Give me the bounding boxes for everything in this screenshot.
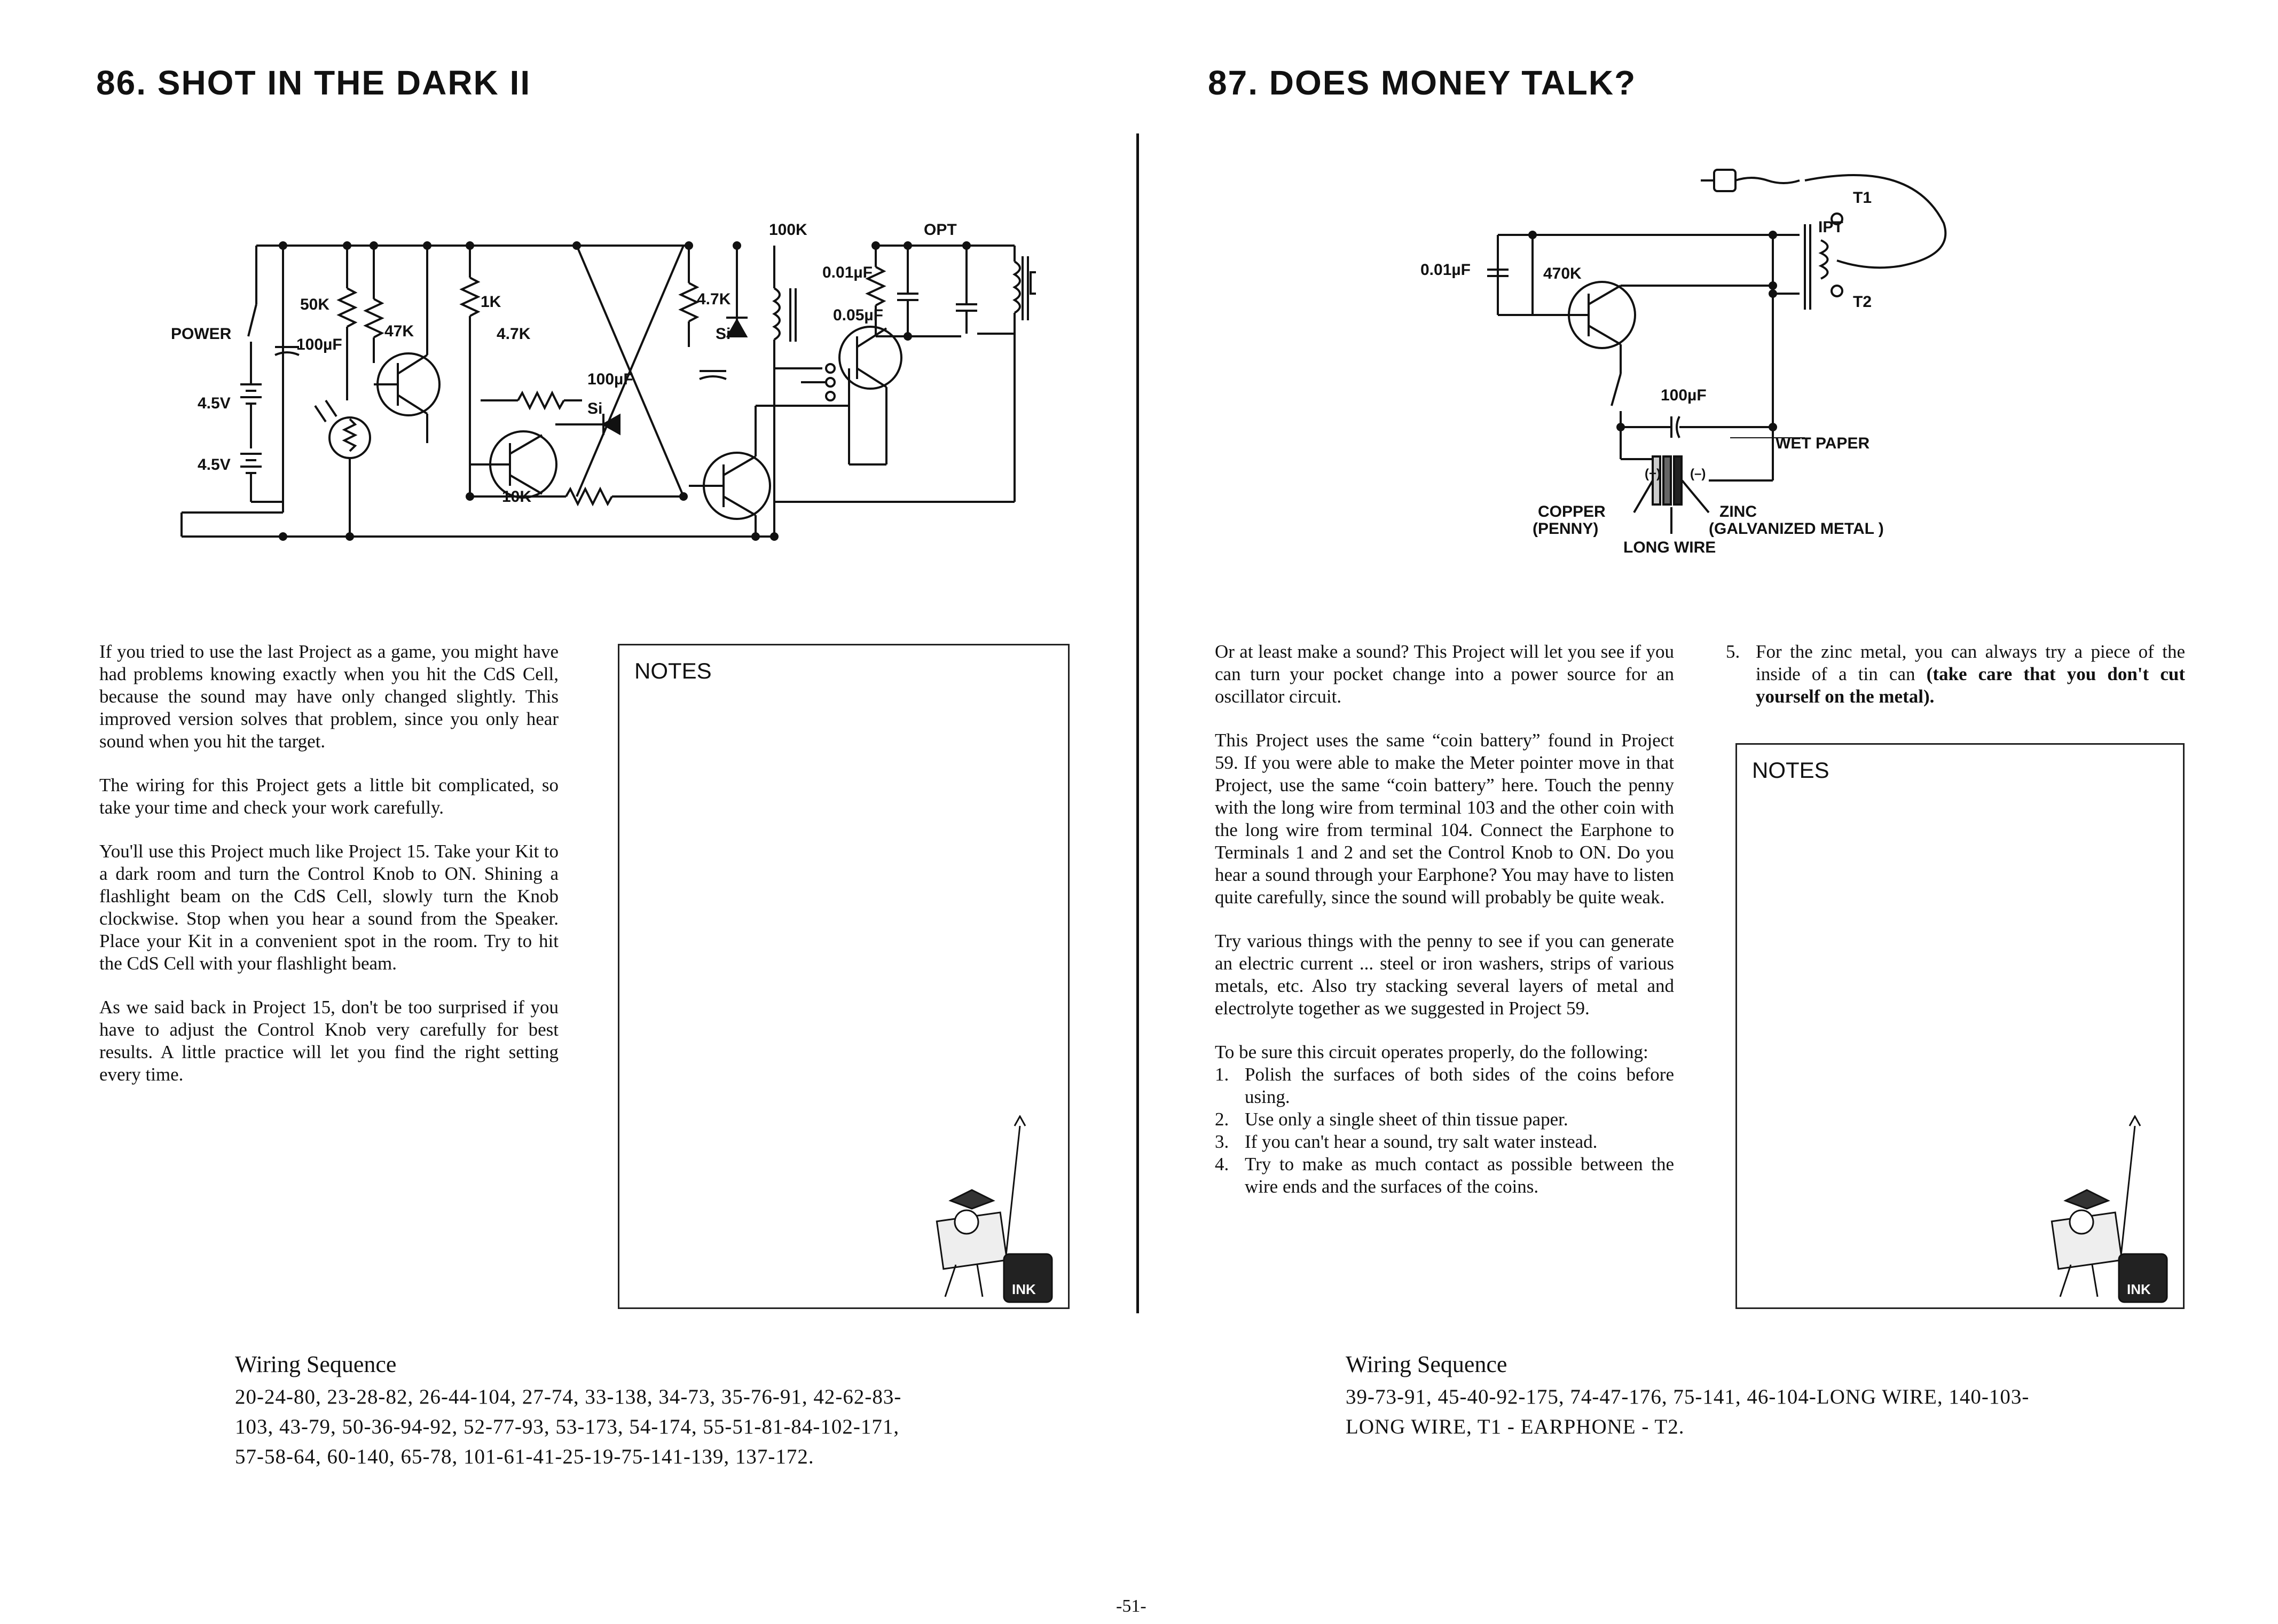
steps-intro: To be sure this circuit operates properl… xyxy=(1215,1042,1648,1062)
wiring-line: LONG WIRE, T1 - EARPHONE - T2. xyxy=(1346,1415,1685,1438)
label-si2: Si xyxy=(587,400,602,417)
label-r470k: 470K xyxy=(1543,265,1582,282)
label-r50k: 50K xyxy=(300,296,329,313)
label-r10k: 10K xyxy=(502,488,531,506)
right-project-title: 87. DOES MONEY TALK? xyxy=(1208,64,1637,102)
step-item: 3.If you can't hear a sound, try salt wa… xyxy=(1215,1131,1598,1152)
steps-list: 1.Polish the surfaces of both sides of t… xyxy=(1215,1063,1674,1198)
step-item: 4.Try to make as much contact as possibl… xyxy=(1215,1154,1674,1197)
left-paragraph: As we said back in Project 15, don't be … xyxy=(99,997,559,1085)
label-r1k: 1K xyxy=(481,293,501,311)
label-ipt: IPT xyxy=(1818,218,1843,236)
page-divider xyxy=(1136,133,1139,1313)
mascot-ink-label: INK xyxy=(1012,1281,1036,1297)
label-zinc: ZINC xyxy=(1719,503,1757,521)
label-bat1: 4.5V xyxy=(198,395,231,412)
label-c001: 0.01µF xyxy=(1420,261,1471,279)
left-circuit-diagram: POWER 4.5V 4.5V 50K 100µF 47K 1K 4.7K 4.… xyxy=(171,221,1036,541)
right-body-col2: 5.For the zinc metal, you can always try… xyxy=(1726,641,2185,708)
right-paragraph: This Project uses the same “coin battery… xyxy=(1215,730,1674,908)
label-c001: 0.01µF xyxy=(822,264,873,281)
right-body-col1: Or at least make a sound? This Project w… xyxy=(1215,641,1674,1198)
left-wiring-sequence: Wiring Sequence 20-24-80, 23-28-82, 26-4… xyxy=(235,1351,1036,1472)
label-wet-paper: WET PAPER xyxy=(1776,435,1869,452)
wiring-line: 103, 43-79, 50-36-94-92, 52-77-93, 53-17… xyxy=(235,1415,900,1438)
label-plus: (+) xyxy=(1645,467,1661,481)
left-notes-box: NOTES INK xyxy=(618,644,1070,1309)
ink-mascot-illustration: INK xyxy=(2051,1115,2168,1303)
label-t1: T1 xyxy=(1853,189,1872,207)
label-copper: COPPER xyxy=(1538,503,1606,521)
left-paragraph: If you tried to use the last Project as … xyxy=(99,641,559,752)
left-body: If you tried to use the last Project as … xyxy=(99,641,559,1107)
right-paragraph: Or at least make a sound? This Project w… xyxy=(1215,641,1674,707)
label-bat2: 4.5V xyxy=(198,456,231,474)
label-r47k: 47K xyxy=(384,322,414,340)
left-paragraph: You'll use this Project much like Projec… xyxy=(99,841,559,974)
label-r47k3: 4.7K xyxy=(697,290,731,308)
left-paragraph: The wiring for this Project gets a littl… xyxy=(99,775,559,818)
left-project-title: 86. SHOT IN THE DARK II xyxy=(96,64,531,102)
page-number: -51- xyxy=(1116,1596,1146,1616)
right-wiring-sequence: Wiring Sequence 39-73-91, 45-40-92-175, … xyxy=(1346,1351,2147,1442)
label-long-wire: LONG WIRE xyxy=(1623,539,1716,556)
mascot-ink-label: INK xyxy=(2127,1281,2151,1297)
step-item: 1.Polish the surfaces of both sides of t… xyxy=(1215,1064,1674,1107)
wiring-line: 20-24-80, 23-28-82, 26-44-104, 27-74, 33… xyxy=(235,1385,902,1408)
wiring-line: 57-58-64, 60-140, 65-78, 101-61-41-25-19… xyxy=(235,1445,814,1468)
label-power: POWER xyxy=(171,325,232,343)
label-c005: 0.05µF xyxy=(833,306,883,324)
label-c100a: 100µF xyxy=(296,336,342,353)
notes-label: NOTES xyxy=(634,658,712,683)
step-item: 5.For the zinc metal, you can always try… xyxy=(1726,641,2186,707)
right-paragraph: Try various things with the penny to see… xyxy=(1215,931,1674,1019)
right-notes-box: NOTES INK xyxy=(1735,743,2185,1309)
wiring-line: 39-73-91, 45-40-92-175, 74-47-176, 75-14… xyxy=(1346,1385,2030,1408)
wiring-heading: Wiring Sequence xyxy=(235,1351,397,1377)
ink-mascot-illustration: INK xyxy=(936,1115,1053,1303)
label-r100k: 100K xyxy=(769,221,807,239)
label-galvanized: (GALVANIZED METAL ) xyxy=(1709,520,1884,538)
wiring-heading: Wiring Sequence xyxy=(1346,1351,1507,1377)
step-item: 2.Use only a single sheet of thin tissue… xyxy=(1215,1109,1568,1130)
label-c100: 100µF xyxy=(1661,387,1707,404)
label-t2: T2 xyxy=(1853,293,1872,311)
label-penny: (PENNY) xyxy=(1533,520,1598,538)
label-r47k2: 4.7K xyxy=(497,325,531,343)
notes-label: NOTES xyxy=(1752,758,1829,783)
label-minus: (–) xyxy=(1690,467,1706,481)
label-opt: OPT xyxy=(924,221,957,239)
right-circuit-diagram: 0.01µF 470K 100µF T1 IPT T2 WET PAPER (+… xyxy=(1420,169,1947,556)
label-si1: Si xyxy=(716,325,730,343)
label-c100b: 100µF xyxy=(587,370,633,388)
